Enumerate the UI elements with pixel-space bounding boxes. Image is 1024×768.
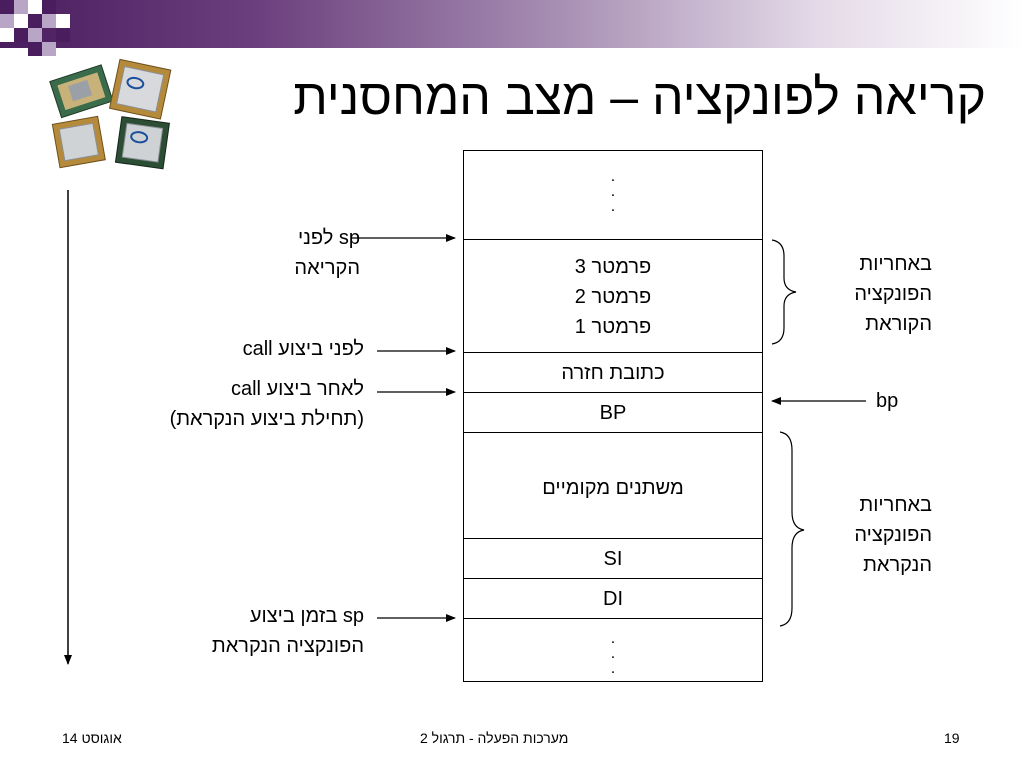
stack-cell-bp: BP (464, 392, 762, 432)
decor-square (0, 0, 14, 14)
decor-square (28, 0, 42, 14)
label-sp-during: sp בזמן ביצוע הפונקציה הנקראת (212, 601, 364, 661)
stack-cell-locals: משתנים מקומיים (464, 432, 762, 538)
label-callee-line3: הנקראת (863, 554, 932, 576)
label-bp: bp (876, 390, 899, 412)
decor-square (42, 14, 56, 28)
decor-square (42, 42, 56, 56)
decor-square (14, 0, 28, 14)
decor-square (0, 14, 14, 28)
decor-square (14, 14, 28, 28)
decor-square (28, 42, 42, 56)
decor-square (0, 28, 14, 42)
label-after-call-line2: (תחילת ביצוע הנקראת) (169, 408, 364, 430)
footer-course: מערכות הפעלה - תרגול 2 (420, 730, 569, 746)
stack-cell-bottom-dots: . . . (464, 618, 762, 681)
cpu-chips-image (49, 58, 172, 170)
label-after-call: לאחר ביצוע call (תחילת ביצוע הנקראת) (170, 374, 364, 434)
stack-cell-di: DI (464, 578, 762, 618)
decor-square (56, 28, 70, 42)
label-callee-responsibility: באחריות הפונקציה הנקראת (854, 490, 932, 580)
decor-square (56, 14, 70, 28)
label-callee-line1: באחריות (859, 494, 932, 516)
label-caller-line2: הפונקציה (854, 283, 932, 305)
label-sp-before-call: sp לפני הקריאה (294, 223, 360, 283)
stack-cell-return-address: כתובת חזרה (464, 352, 762, 392)
page-title: קריאה לפונקציה – מצב המחסנית (293, 69, 986, 125)
stack-param-2: פרמטר 2 (574, 286, 652, 308)
header-band (0, 0, 1024, 48)
stack-param-3: פרמטר 3 (574, 256, 652, 278)
label-callee-line2: הפונקציה (854, 524, 932, 546)
stack-cell-params: פרמטר 3 פרמטר 2 פרמטר 1 (464, 239, 762, 352)
stack-param-1: פרמטר 1 (574, 316, 652, 338)
footer-page-number: 19 (944, 730, 960, 746)
label-before-call: לפני ביצוע call (242, 338, 364, 360)
brace-callee (779, 431, 805, 627)
label-caller-line1: באחריות (859, 253, 932, 275)
label-sp-before-call-line1: sp לפני (297, 227, 360, 249)
decor-square (42, 0, 56, 14)
stack-diagram: . . . פרמטר 3 פרמטר 2 פרמטר 1 כתובת חזרה… (463, 150, 763, 682)
brace-caller (771, 239, 797, 345)
decor-square (28, 14, 42, 28)
label-sp-during-line1: sp בזמן ביצוע (249, 605, 364, 627)
decor-square (28, 28, 42, 42)
stack-cell-top-dots: . . . (610, 168, 616, 215)
label-after-call-line1: לאחר ביצוע call (230, 378, 364, 400)
stack-cell-si: SI (464, 538, 762, 578)
decor-square (14, 28, 28, 42)
footer-date: אוגוסט 14 (62, 730, 122, 746)
label-sp-during-line2: הפונקציה הנקראת (211, 635, 364, 657)
label-caller-line3: הקוראת (865, 313, 932, 335)
label-caller-responsibility: באחריות הפונקציה הקוראת (854, 249, 932, 339)
label-sp-before-call-line2: הקריאה (294, 257, 360, 279)
